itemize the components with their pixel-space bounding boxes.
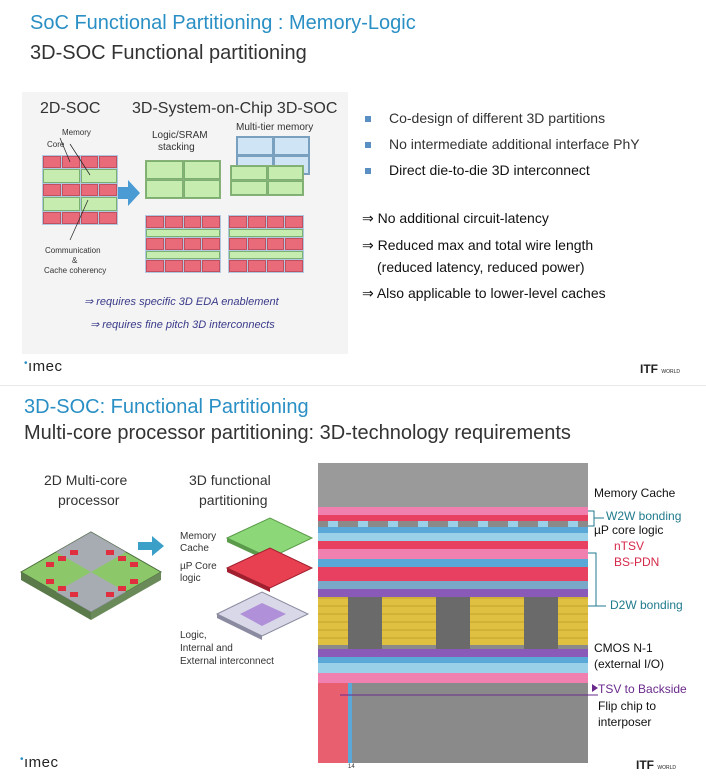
label-core-logic-1: µP Core <box>180 561 217 572</box>
req-eda: ⇒ requires specific 3D EDA enablement <box>84 296 279 308</box>
slide1-title: SoC Functional Partitioning : Memory-Log… <box>30 12 416 34</box>
logic-tier-green <box>145 160 221 199</box>
label-core-logic-2: logic <box>180 573 201 584</box>
label-d2w: D2W bonding <box>610 598 683 612</box>
label-3d-soc: 3D-System-on-Chip 3D-SOC <box>132 100 338 117</box>
imec-logo: •ımec <box>24 358 63 375</box>
label-logic-sram: Logic/SRAM <box>152 130 208 141</box>
label-bs-pdn: BS-PDN <box>614 555 660 569</box>
imec-logo-2: •ımec <box>20 754 59 771</box>
label-core: Core <box>47 140 65 149</box>
label-external-io: (external I/O) <box>594 657 665 671</box>
label-interposer: interposer <box>598 715 652 729</box>
implication-2b: (reduced latency, reduced power) <box>377 259 585 275</box>
label-cache-coherency: Cache coherency <box>44 266 107 275</box>
label-tsv-backside: TSV to Backside <box>598 682 687 696</box>
implication-3: ⇒ Also applicable to lower-level caches <box>362 285 606 301</box>
sram-tier-red <box>145 215 221 273</box>
label-amp: & <box>72 256 78 265</box>
left-title-2: processor <box>58 492 120 508</box>
tsv-pointer-line <box>340 694 598 696</box>
bullet-1: Co-design of different 3D partitions <box>365 110 605 126</box>
label-logic-2: Internal and <box>180 643 233 654</box>
cross-section-diagram <box>318 463 588 763</box>
label-2d-soc: 2D-SOC <box>40 100 101 117</box>
slide1-subtitle: 3D-SOC Functional partitioning <box>30 42 307 64</box>
implication-1: ⇒ No additional circuit-latency <box>362 210 549 226</box>
label-ntsv: nTSV <box>614 539 645 553</box>
soc-2d-grid <box>42 155 118 225</box>
mid-title-1: 3D functional <box>189 472 271 488</box>
label-w2w: W2W bonding <box>606 509 682 523</box>
callout-lines <box>59 137 91 241</box>
itf-world-logo-2: ITF WORLD <box>636 758 676 772</box>
label-memory-cache-1: Memory <box>180 531 217 542</box>
stacked-layers-diagram <box>215 517 314 640</box>
label-logic-3: External interconnect <box>180 656 274 667</box>
multi-tier-green <box>230 165 304 196</box>
arrow-right-icon-2 <box>138 536 164 556</box>
slide2-subtitle: Multi-core processor partitioning: 3D-te… <box>24 422 571 444</box>
label-logic-1: Logic, <box>180 630 207 641</box>
label-cmos: CMOS N-1 <box>594 641 653 655</box>
label-up-core: µP core logic <box>594 523 664 537</box>
page-number: 14 <box>348 764 355 770</box>
label-stacking: stacking <box>158 142 195 153</box>
label-multi-tier: Multi-tier memory <box>236 122 314 133</box>
slide2-title: 3D-SOC: Functional Partitioning <box>24 396 309 418</box>
multicore-chip-diagram <box>19 531 163 620</box>
slide-multicore-partitioning: 3D-SOC: Functional Partitioning Multi-co… <box>0 385 706 780</box>
bullet-2: No intermediate additional interface PhY <box>365 136 640 152</box>
itf-world-logo: ITF WORLD <box>640 362 680 376</box>
slide-memory-logic: SoC Functional Partitioning : Memory-Log… <box>0 0 706 385</box>
arrow-right-icon <box>118 180 140 206</box>
label-memory: Memory <box>62 128 91 137</box>
label-memory-cache-2: Cache <box>180 543 209 554</box>
multi-tier-red <box>228 215 304 273</box>
mid-title-2: partitioning <box>199 492 268 508</box>
label-connectors <box>588 510 606 692</box>
req-interconnect: ⇒ requires fine pitch 3D interconnects <box>90 319 275 331</box>
bullet-3: Direct die-to-die 3D interconnect <box>365 162 590 178</box>
label-communication: Communication <box>45 246 101 255</box>
label-flip-chip: Flip chip to <box>598 699 657 713</box>
left-title-1: 2D Multi-core <box>44 472 128 488</box>
implication-2: ⇒ Reduced max and total wire length <box>362 237 594 253</box>
label-memory-cache-right: Memory Cache <box>594 486 676 500</box>
